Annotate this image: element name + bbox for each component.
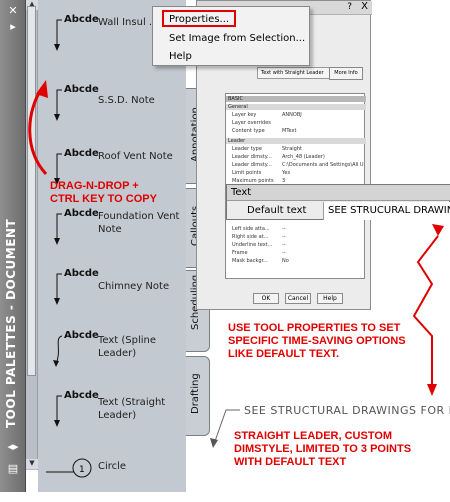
tool-circle[interactable]: 1 Circle xyxy=(38,450,186,502)
more-info-button[interactable]: More Info xyxy=(329,67,363,80)
tool-ssd-note[interactable]: Abcde S.S.D. Note xyxy=(38,80,186,132)
ok-button[interactable]: OK xyxy=(253,293,279,304)
tool-label: Roof Vent Note xyxy=(98,151,173,162)
section-leader[interactable]: Leader xyxy=(226,138,366,144)
close-icon[interactable]: ✕ xyxy=(8,4,18,17)
tool-roof-vent-note[interactable]: Abcde Roof Vent Note xyxy=(38,144,186,196)
expand-icon[interactable]: ◂▸ xyxy=(7,440,19,453)
tool-text-spline-leader[interactable]: Abcde Text (Spline Leader) xyxy=(38,326,186,378)
property-row[interactable]: Left side atta...-- xyxy=(232,226,286,232)
tool-text-straight-leader[interactable]: Abcde Text (Straight Leader) xyxy=(38,386,186,438)
tool-label: Text (Straight Leader) xyxy=(98,397,166,421)
tool-label: Text (Spline Leader) xyxy=(98,335,157,359)
scroll-down-icon[interactable]: ▼ xyxy=(26,459,38,469)
tool-label: S.S.D. Note xyxy=(98,95,155,106)
properties-icon[interactable]: ▤ xyxy=(7,462,19,475)
leader-note-icon: Abcde xyxy=(44,14,99,56)
property-row[interactable]: Leader dimsty...Arch_48 (Leader) xyxy=(232,154,325,160)
section-basic[interactable]: BASIC xyxy=(226,96,366,102)
close-icon[interactable]: X xyxy=(361,1,368,12)
default-text-field[interactable]: SEE STRUCURAL DRAWING xyxy=(323,202,450,220)
leader-sample-text: SEE STRUCTURAL DRAWINGS FOR D xyxy=(244,404,450,417)
text-section-header[interactable]: Text xyxy=(227,185,450,201)
cancel-button[interactable]: Cancel xyxy=(285,293,311,304)
menu-item-help[interactable]: Help xyxy=(169,51,192,62)
tool-foundation-vent-note[interactable]: Abcde Foundation Vent Note xyxy=(38,204,186,256)
circle-tag-icon: 1 xyxy=(44,454,96,496)
property-row[interactable]: Underline text...-- xyxy=(232,242,286,248)
spline-leader-icon: Abcde xyxy=(44,330,99,372)
menu-item-properties[interactable]: Properties... xyxy=(169,14,230,25)
section-general[interactable]: General xyxy=(226,104,366,110)
menu-item-set-image[interactable]: Set Image from Selection... xyxy=(169,33,306,44)
autohide-icon[interactable]: ▸ xyxy=(10,20,16,33)
straight-leader-icon: Abcde xyxy=(44,390,99,432)
tool-label: Chimney Note xyxy=(98,281,170,292)
leader-note-icon: Abcde xyxy=(44,148,99,190)
tab-drafting[interactable]: Drafting xyxy=(186,356,210,436)
annotation-straight-leader: STRAIGHT LEADER, CUSTOM DIMSTYLE, LIMITE… xyxy=(234,430,412,468)
tool-chimney-note[interactable]: Abcde Chimney Note xyxy=(38,264,186,316)
palette-content: Abcde Wall Insul . Note Abcde S.S.D. Not… xyxy=(38,0,186,492)
property-row[interactable]: Right side at...-- xyxy=(232,234,286,240)
palette-title: TOOL PALETTES - DOCUMENT xyxy=(4,218,18,428)
context-menu: Properties... Set Image from Selection..… xyxy=(152,6,310,66)
help-button[interactable]: Help xyxy=(317,293,343,304)
tool-wall-insul-note[interactable]: Abcde Wall Insul . Note xyxy=(38,10,186,62)
tool-label: Circle xyxy=(98,461,127,472)
leader-note-icon: Abcde xyxy=(44,208,99,250)
palette-scrollbar[interactable]: ▲ ▼ xyxy=(26,0,38,470)
tool-palette: ✕ ▸ TOOL PALETTES - DOCUMENT ◂▸ ▤ ▲ ▼ Ab… xyxy=(0,0,216,492)
palette-title-bar[interactable]: ✕ ▸ TOOL PALETTES - DOCUMENT ◂▸ ▤ xyxy=(0,0,26,492)
property-row[interactable]: Frame-- xyxy=(232,250,286,256)
scroll-up-icon[interactable]: ▲ xyxy=(26,0,38,10)
default-text-label: Default text xyxy=(247,205,307,216)
leader-note-icon: Abcde xyxy=(44,84,99,126)
annotation-drag-drop: DRAG-N-DROP + CTRL KEY TO COPY xyxy=(50,180,157,205)
properties-highlight-box xyxy=(162,10,236,27)
help-icon[interactable]: ? xyxy=(347,2,352,12)
tool-label: Foundation Vent Note xyxy=(98,211,180,235)
property-row[interactable]: Leader dimsty...C:\Documents and Setting… xyxy=(232,162,364,168)
leader-note-icon: Abcde xyxy=(44,268,99,310)
text-property-zoom: Text Default text SEE STRUCURAL DRAWING xyxy=(226,184,450,220)
property-row[interactable]: Mask backgr...No xyxy=(232,258,289,264)
tool-label: Wall Insul . Note xyxy=(98,17,179,28)
scroll-thumb[interactable] xyxy=(27,6,36,376)
property-row[interactable]: Layer overrides xyxy=(232,120,271,126)
circle-number: 1 xyxy=(79,465,85,475)
annotation-tool-properties: USE TOOL PROPERTIES TO SET SPECIFIC TIME… xyxy=(228,322,406,360)
